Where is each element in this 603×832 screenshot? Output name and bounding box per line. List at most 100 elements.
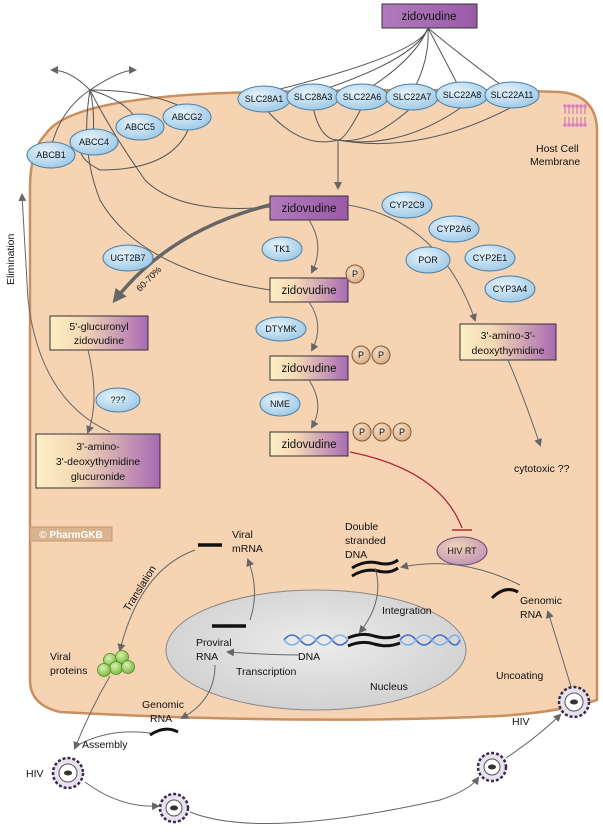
importer-label: SLC22A6 [343, 92, 382, 102]
phosphate-label: P [359, 427, 365, 437]
hiv-virion-icon [158, 792, 190, 824]
hiv-right-label: HIV [512, 716, 530, 728]
entry-arrow [505, 713, 562, 759]
cytotoxic-label: cytotoxic ?? [514, 463, 570, 475]
center-zidovudine-label: zidovudine [282, 203, 337, 215]
amino-label: deoxythymidine [472, 345, 545, 357]
tk1-enzyme [261, 236, 303, 262]
copyright-label: © PharmGKB [39, 530, 103, 541]
genomic-rna-left-icon [149, 727, 179, 737]
hiv-rt-label: HIV RT [447, 546, 477, 556]
phosphate-icon [352, 422, 372, 442]
hiv-virion-icon [557, 685, 591, 719]
tri-label: zidovudine [282, 439, 337, 451]
exporter-label: ABCG2 [172, 112, 203, 122]
dna-label: DNA [298, 651, 320, 663]
viral-mrna-label: Viral [232, 529, 253, 541]
mono-box [269, 277, 349, 303]
hiv-left-label: HIV [26, 768, 44, 780]
phosphate-icon [371, 345, 391, 365]
glucuronidation-arrow [112, 203, 271, 304]
center-zidovudine-box [269, 195, 349, 221]
viral-proteins-label: proteins [50, 665, 87, 677]
viral-proteins-icon [97, 650, 135, 677]
proviral-rna-label: RNA [196, 651, 218, 663]
phosphate-label: P [399, 427, 405, 437]
assembly-arrow-2 [77, 731, 151, 746]
tk1-arrow [308, 219, 319, 274]
phosphate-icon [351, 345, 371, 365]
tk1-label: TK1 [274, 244, 291, 254]
exporter-label: ABCB1 [36, 150, 66, 160]
translation-arrow [117, 549, 196, 652]
genomic-rna-right-icon [490, 588, 519, 600]
double-dna-label: stranded [345, 535, 386, 547]
di-label: zidovudine [282, 363, 337, 375]
copyright-badge [29, 526, 113, 542]
genomic-rna-left-label: Genomic [142, 699, 184, 711]
integration-arrow [358, 567, 379, 634]
double-dna-label: Double [345, 521, 378, 533]
transcription-label: Transcription [236, 666, 296, 678]
dtymk-label: DTYMK [265, 324, 297, 334]
gluc-box [35, 433, 161, 489]
genomic-rna-arrow [180, 664, 216, 719]
unknown-enzyme [95, 387, 141, 413]
glucuronyl-label: 5'-glucuronyl [69, 321, 128, 333]
viral-proteins-label: Viral [50, 651, 71, 663]
nucleus [165, 589, 467, 711]
membrane-label: Host Cell [536, 143, 579, 155]
mono-label: zidovudine [282, 285, 337, 297]
phosphate-label: P [379, 427, 385, 437]
ugt2b7-enzyme [102, 244, 154, 272]
membrane-label: Membrane [530, 156, 580, 168]
importer-label: SLC22A7 [393, 92, 432, 102]
double-dna-label: DNA [345, 549, 367, 561]
importer-label: SLC22A8 [443, 90, 482, 100]
phosphate-label: P [378, 350, 384, 360]
phosphate-icon [372, 422, 392, 442]
phosphate-icon [345, 264, 365, 284]
ugt2b7-label: UGT2B7 [110, 253, 145, 263]
gluc-label: 3'-amino- [76, 441, 120, 453]
double-stranded-dna-icon [351, 558, 399, 578]
cyp2a6-label: CYP2A6 [437, 224, 472, 234]
exporter-transporters: ABCB1 ABCC4 ABCC5 ABCG2 [26, 103, 212, 169]
assembly-label: Assembly [82, 739, 128, 751]
hiv-virion-icon [476, 751, 508, 783]
hiv-virion-icon [51, 756, 85, 790]
cyp2e1-label: CYP2E1 [473, 253, 508, 263]
cyp-arrow [347, 204, 477, 322]
unknown-enzyme-label: ??? [110, 395, 125, 405]
genomic-rna-left-label: RNA [150, 713, 172, 725]
reverse-transcription-arrow [400, 561, 521, 586]
release-arrow [84, 781, 160, 811]
uncoating-label: Uncoating [496, 670, 543, 682]
nme-arrow [308, 379, 319, 429]
travel-arrow [189, 776, 480, 825]
exporter-label: ABCC4 [79, 137, 109, 147]
por-label: POR [418, 255, 438, 265]
amino-label: 3'-amino-3'- [481, 330, 536, 342]
importer-label: SLC22A11 [491, 90, 534, 100]
cyp3a4-label: CYP3A4 [493, 284, 528, 294]
top-zidovudine-box [381, 3, 478, 29]
cyp-enzymes: CYP2C9 CYP2A6 POR CYP2E1 CYP3A4 [381, 191, 536, 303]
nme-label: NME [270, 399, 290, 409]
genomic-rna-right-label: RNA [520, 609, 542, 621]
importer-label: SLC28A3 [294, 92, 333, 102]
export-arrow [246, 558, 255, 621]
glucuronyl-box [49, 315, 149, 351]
membrane-icon [563, 104, 587, 127]
phosphate-label: P [352, 269, 358, 279]
importer-transporters: SLC28A1 SLC28A3 SLC22A6 SLC22A7 SLC22A8 … [237, 81, 540, 113]
genomic-rna-right-label: Genomic [520, 595, 562, 607]
elimination-label: Elimination [5, 233, 17, 285]
integration-label: Integration [382, 605, 432, 617]
inhibition-line [349, 451, 463, 529]
dtymk-enzyme [255, 316, 307, 342]
nucleus-label: Nucleus [370, 681, 408, 693]
importer-label: SLC28A1 [245, 94, 284, 104]
phosphate-label: P [358, 350, 364, 360]
